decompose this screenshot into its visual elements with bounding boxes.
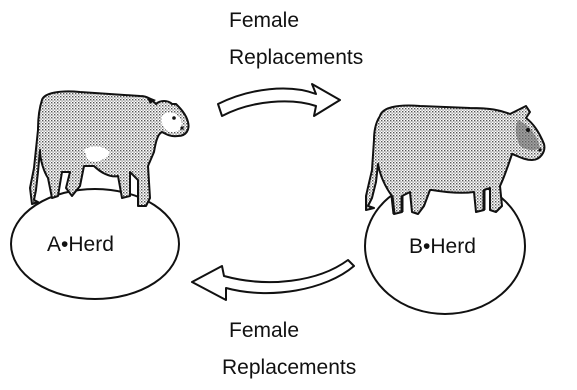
curved-arrow-right-icon — [218, 84, 340, 116]
herd-a-label: A•Herd — [47, 233, 114, 256]
curved-arrow-left-icon — [192, 260, 354, 300]
herd-b-label: B•Herd — [409, 235, 476, 258]
herd-a: A•Herd — [11, 189, 179, 299]
